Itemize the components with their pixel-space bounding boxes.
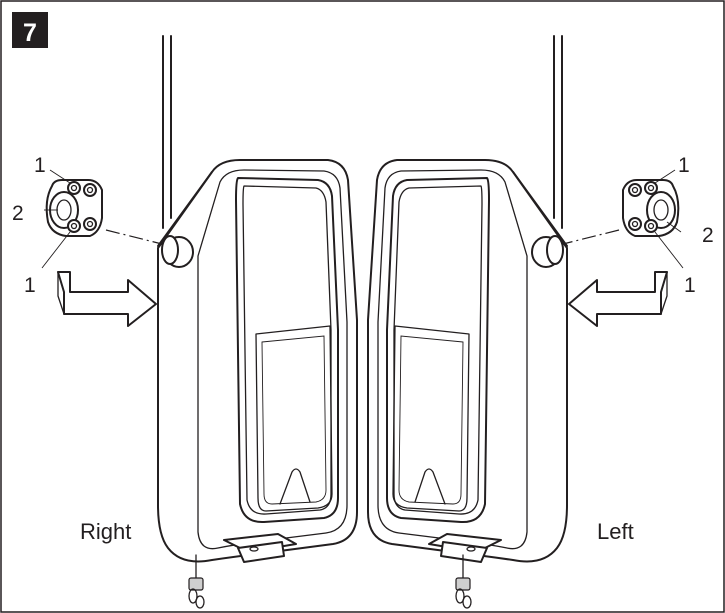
mirror-right bbox=[157, 35, 358, 609]
mounting-boss-face bbox=[546, 235, 564, 265]
clamp-screw-head bbox=[70, 184, 78, 192]
direction-arrow-right bbox=[57, 271, 157, 327]
callout-2-right: 2 bbox=[702, 224, 714, 247]
clamp-screw bbox=[628, 183, 642, 197]
cable-loop bbox=[188, 588, 198, 604]
cable-loop bbox=[195, 595, 205, 609]
cable-connector bbox=[455, 577, 471, 591]
mirror-glass-frame bbox=[386, 177, 490, 524]
clamp-left-mirror bbox=[622, 179, 680, 237]
mirror-housing-inner bbox=[197, 169, 348, 550]
clamp-bore-inner bbox=[653, 199, 669, 221]
mirror-notch bbox=[414, 468, 446, 505]
mirror-housing-inner bbox=[377, 169, 528, 550]
cable-loop bbox=[455, 588, 465, 604]
clamp-screw bbox=[67, 219, 81, 233]
callout-leader bbox=[654, 231, 684, 269]
callout-leader bbox=[49, 169, 71, 184]
clamp-bore bbox=[646, 191, 676, 229]
mirror-lower-panel-inner bbox=[398, 335, 464, 505]
callout-leader bbox=[666, 221, 682, 233]
label-right: Right bbox=[80, 519, 131, 544]
mirror-notch bbox=[279, 468, 311, 505]
callout-leader bbox=[41, 231, 71, 269]
assembly-axis bbox=[562, 229, 620, 245]
bottom-bracket-lower bbox=[237, 541, 285, 563]
label-left: Left bbox=[597, 519, 634, 544]
arrow-shadow bbox=[57, 271, 71, 315]
clamp-right-mirror bbox=[45, 179, 103, 237]
clamp-screw-head bbox=[647, 222, 655, 230]
figure-badge: 7 bbox=[12, 12, 48, 48]
cable-connector bbox=[188, 577, 204, 591]
figure-number: 7 bbox=[23, 19, 37, 47]
bracket-hole bbox=[466, 546, 476, 552]
clamp-screw bbox=[644, 181, 658, 195]
mirror-housing bbox=[157, 159, 358, 563]
mirror-housing bbox=[367, 159, 568, 563]
clamp-screw-head bbox=[631, 186, 639, 194]
cable-loop bbox=[462, 595, 472, 609]
clamp-screw bbox=[628, 217, 642, 231]
mirror-lower-panel bbox=[255, 325, 333, 512]
arrow-shadow bbox=[654, 271, 668, 315]
callout-1-top-left: 1 bbox=[34, 154, 46, 177]
callout-2-left: 2 bbox=[12, 202, 24, 225]
mirror-lower-panel bbox=[392, 325, 470, 512]
callout-1-bottom-left: 1 bbox=[24, 274, 36, 297]
clamp-screw-head bbox=[647, 184, 655, 192]
bottom-bracket-lower bbox=[440, 541, 488, 563]
mounting-boss-face bbox=[161, 235, 179, 265]
clamp-screw-head bbox=[86, 186, 94, 194]
clamp-screw-head bbox=[86, 220, 94, 228]
clamp-screw-head bbox=[70, 222, 78, 230]
assembly-axis bbox=[105, 229, 163, 245]
direction-arrow-left bbox=[568, 271, 668, 327]
mirror-glass bbox=[393, 185, 483, 515]
clamp-screw bbox=[67, 181, 81, 195]
clamp-screw bbox=[644, 219, 658, 233]
callout-leader bbox=[654, 169, 676, 184]
mirror-glass bbox=[242, 185, 332, 515]
callout-1-bottom-right: 1 bbox=[684, 274, 696, 297]
callout-1-top-right: 1 bbox=[678, 154, 690, 177]
clamp-screw bbox=[83, 183, 97, 197]
bracket-hole bbox=[249, 546, 259, 552]
mirror-left bbox=[367, 35, 568, 609]
mirror-lower-panel-inner bbox=[261, 335, 327, 505]
clamp-screw bbox=[83, 217, 97, 231]
mirror-glass-frame bbox=[235, 177, 339, 524]
clamp-screw-head bbox=[631, 220, 639, 228]
